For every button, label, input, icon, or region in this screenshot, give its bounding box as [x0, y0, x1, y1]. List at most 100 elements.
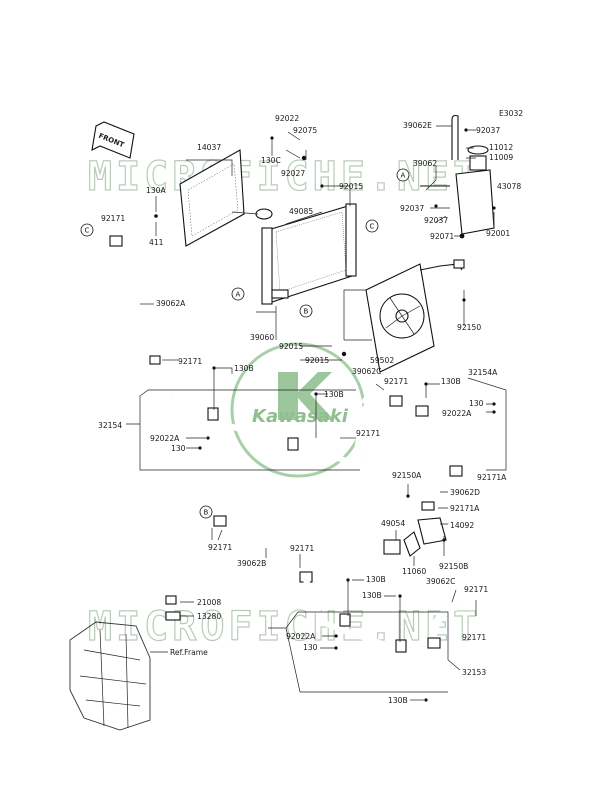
hose-39062A — [109, 235, 161, 365]
part-label: 39062C — [352, 367, 381, 376]
part-label: 39062 — [413, 159, 437, 168]
overflow-hose — [451, 114, 459, 160]
ref-markers: C C A A B B — [80, 168, 410, 519]
part-label: 92027 — [281, 169, 305, 178]
bolt-icon — [442, 538, 446, 542]
part-label: 21008 — [197, 598, 221, 607]
part-label: 92022A — [286, 632, 316, 641]
clamp-icon — [427, 637, 441, 649]
part-label: 92071 — [430, 232, 454, 241]
part-label: 130B — [362, 591, 382, 600]
part-label: 92171 — [101, 214, 125, 223]
reservoir-cap-icon — [467, 145, 489, 155]
part-label: 32154 — [98, 421, 122, 430]
part-label: 32154A — [468, 368, 498, 377]
part-label: 39062D — [450, 488, 480, 497]
part-label: 92015 — [279, 342, 303, 351]
bolt-icon — [424, 698, 428, 702]
bolt-icon — [398, 594, 402, 598]
ref-marker-b-top: B — [299, 304, 313, 318]
ref-frame-label: Ref.Frame — [170, 648, 208, 657]
part-label: 49054 — [381, 519, 405, 528]
thermostat-icon — [383, 539, 401, 555]
kawasaki-logo-text: Kawasaki — [252, 406, 349, 427]
clamp-icon — [149, 355, 161, 365]
part-label: 92015 — [305, 356, 329, 365]
part-label: 11012 — [489, 143, 513, 152]
ref-marker-c-left: C — [80, 223, 94, 237]
part-label: 92015 — [339, 182, 363, 191]
bolt-icon — [270, 136, 274, 140]
watermark-text-top: MICROFICHE.NET — [88, 154, 481, 200]
clamp-icon — [109, 235, 123, 247]
clamp-icon — [421, 501, 435, 511]
part-label: 14092 — [450, 521, 474, 530]
radiator-shape — [267, 205, 353, 303]
callout-lines — [126, 125, 507, 701]
part-label: 92037 — [476, 126, 500, 135]
bolt-icon — [492, 402, 496, 406]
part-label: 39062E — [403, 121, 432, 130]
bolt-icon — [198, 446, 202, 450]
svg-text:C: C — [370, 223, 375, 231]
part-label: 13280 — [197, 612, 221, 621]
part-label: 130B — [234, 364, 254, 373]
part-label: 92171 — [462, 633, 486, 642]
part-label: 130B — [324, 390, 344, 399]
part-label: 92022 — [275, 114, 299, 123]
svg-text:A: A — [401, 172, 406, 180]
part-label: 92022A — [442, 409, 472, 418]
part-label: 32153 — [462, 668, 486, 677]
part-label: 39062C — [426, 577, 455, 586]
part-label: 49085 — [289, 207, 313, 216]
part-label: 92150 — [457, 323, 481, 332]
svg-text:B: B — [304, 308, 309, 316]
svg-text:A: A — [236, 291, 241, 299]
part-label: 92171A — [450, 504, 480, 513]
bolt-icon — [334, 634, 338, 638]
bolt-icon — [464, 128, 468, 132]
hose-39062C — [360, 391, 403, 407]
bolt-icon — [346, 578, 350, 582]
front-arrow-icon — [91, 121, 135, 159]
part-label: 92150B — [439, 562, 468, 571]
hose-39062B — [213, 515, 313, 583]
bolt-icon — [212, 366, 216, 370]
part-label: 92171 — [290, 544, 314, 553]
reservoir-tank — [420, 114, 495, 235]
bolt-icon — [334, 646, 338, 650]
radiator-cap-icon — [255, 208, 273, 220]
kawasaki-emblem-icon — [278, 372, 334, 420]
part-label: 130A — [146, 186, 166, 195]
part-label: 130B — [441, 377, 461, 386]
bolt-icon — [154, 214, 158, 218]
watermark-top: MICROFICHE.NET — [87, 153, 481, 200]
radiator-screen-shape — [179, 149, 245, 247]
ref-frame — [69, 595, 181, 731]
pipe-32154A — [407, 401, 498, 477]
thermostat-cover — [417, 517, 447, 545]
kawasaki-logo: Kawasaki — [230, 342, 366, 478]
bolt-icon — [434, 204, 438, 208]
bolt-icon — [320, 184, 324, 188]
bolt-icon — [424, 382, 428, 386]
part-label: 43078 — [497, 182, 521, 191]
part-label: 92171 — [384, 377, 408, 386]
part-label: 130 — [303, 643, 318, 652]
part-label: 39062A — [156, 299, 186, 308]
ref-marker-b-bottom: B — [199, 505, 213, 519]
bolt-icon — [314, 392, 318, 396]
grommet-icon — [301, 155, 307, 161]
watermark-text-bottom: MICROFICHE.NET — [88, 604, 481, 650]
part-label: 11009 — [489, 153, 513, 162]
thermostat-housing — [383, 481, 447, 557]
part-label: 130B — [366, 575, 386, 584]
part-label: 11060 — [402, 567, 426, 576]
part-label: 92171 — [464, 585, 488, 594]
part-label: 92075 — [293, 126, 317, 135]
clamp-icon — [389, 395, 403, 407]
part-label: 14037 — [197, 143, 221, 152]
part-label: 39060 — [250, 333, 274, 342]
bolt-icon — [492, 410, 496, 414]
